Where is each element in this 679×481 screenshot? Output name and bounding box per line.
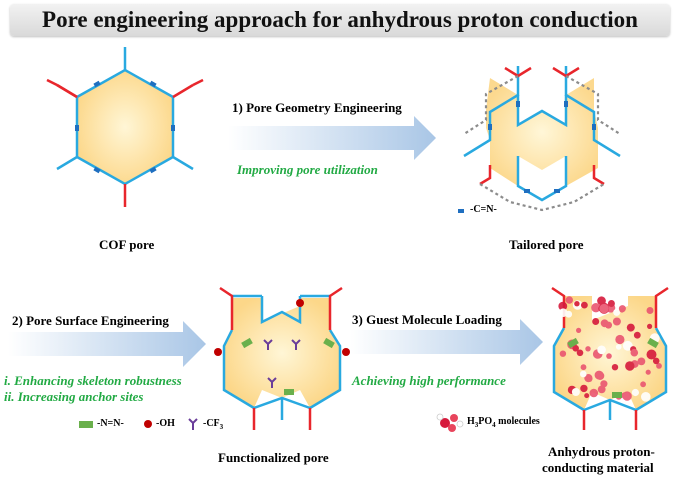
title-banner: Pore engineering approach for anhydrous … [10, 4, 670, 36]
h3po4-atom [647, 323, 653, 329]
cof-pore-caption: COF pore [99, 237, 155, 252]
h3po4-atom [652, 357, 660, 365]
h3po4-atom [565, 296, 573, 304]
h3po4-atom [571, 388, 580, 396]
h3po4-atom [591, 303, 601, 313]
h3po4-atom [589, 388, 599, 398]
h3po4-atom [576, 349, 584, 357]
legend-imine-marker [458, 209, 464, 213]
h3po4-atom [599, 303, 609, 314]
legend-azo-marker [79, 421, 93, 428]
h3po4-atom [637, 357, 646, 366]
h3po4-atom [622, 391, 632, 401]
functionalized-pore-figure [79, 286, 350, 430]
step2-label: 2) Pore Surface Engineering [12, 313, 169, 328]
functionalized-pore-caption: Functionalized pore [218, 450, 329, 465]
step1-label: 1) Pore Geometry Engineering [232, 100, 402, 115]
legend-oh-label: -OH [156, 418, 175, 429]
step3-label: 3) Guest Molecule Loading [352, 312, 502, 327]
h3po4-atom [626, 323, 635, 332]
h3po4-atom [607, 300, 615, 307]
legend-cf3-label: -CF3 [203, 418, 224, 431]
arrow-step3 [350, 319, 543, 365]
h3po4-atom [592, 318, 600, 325]
h3po4-atom [641, 392, 651, 402]
h3po4-atom [558, 308, 568, 318]
h3po4-atom [630, 348, 639, 357]
h3po4-atom [646, 307, 654, 314]
page-title: Pore engineering approach for anhydrous … [42, 7, 638, 32]
h3po4-atom [631, 388, 640, 397]
legend-oh-marker [144, 420, 152, 428]
cof-pore-figure [46, 47, 204, 207]
tailored-pore-caption: Tailored pore [509, 237, 584, 252]
h3po4-atom [646, 349, 657, 360]
legend-azo-label: -N=N- [97, 418, 124, 429]
h3po4-atom [597, 345, 606, 355]
legend-cf3-marker [188, 418, 198, 430]
arrow-step1 [228, 116, 436, 160]
h3po4-atom [605, 321, 612, 329]
h3po4-atom [613, 308, 621, 316]
h3po4-atom [585, 346, 591, 352]
h3po4-atom [574, 301, 580, 307]
h3po4-atom [594, 370, 604, 380]
h3po4-atom [633, 331, 641, 339]
h3po4-atom [612, 317, 621, 326]
h3po4-atom [559, 350, 567, 357]
h3po4-atom [625, 361, 635, 371]
step1-benefit: Improving pore utilization [237, 162, 378, 177]
h3po4-atom [619, 307, 625, 313]
step2-benefit-2: ii. Increasing anchor sites [4, 389, 144, 404]
h3po4-atom [580, 370, 587, 378]
h3po4-atom [565, 310, 573, 318]
step3-benefit: Achieving high performance [352, 373, 506, 388]
h3po4-atom [615, 334, 625, 345]
h3po4-atom [611, 364, 619, 371]
h3po4-atom [615, 344, 622, 350]
arrow-step2 [8, 321, 206, 367]
h3po4-atom [586, 376, 593, 382]
h3po4-atom [572, 345, 579, 352]
h3po4-atom [645, 369, 651, 375]
h3po4-atom [581, 301, 588, 309]
cof-pore-fill [77, 70, 173, 184]
h3po4-atom [597, 385, 606, 394]
tailored-pore-figure [458, 66, 621, 213]
legend-imine-label: -C=N- [470, 204, 497, 215]
legend-h3po4-marker [436, 413, 464, 432]
h3po4-atom [558, 301, 568, 311]
legend-h3po4-label: H3PO4 molecules [467, 416, 540, 429]
step2-benefit-1: i. Enhancing skeleton robustness [4, 373, 182, 388]
final-material-figure [436, 286, 669, 432]
final-caption-line1: Anhydrous proton- [548, 444, 655, 459]
h3po4-atom [580, 364, 587, 371]
h3po4-atom [576, 327, 582, 333]
h3po4-atom [584, 393, 590, 399]
h3po4-atom [606, 353, 612, 359]
h3po4-atom [640, 381, 646, 388]
final-caption-line2: conducting material [542, 460, 654, 475]
h3po4-atom [580, 384, 588, 393]
h3po4-atom [656, 363, 662, 369]
